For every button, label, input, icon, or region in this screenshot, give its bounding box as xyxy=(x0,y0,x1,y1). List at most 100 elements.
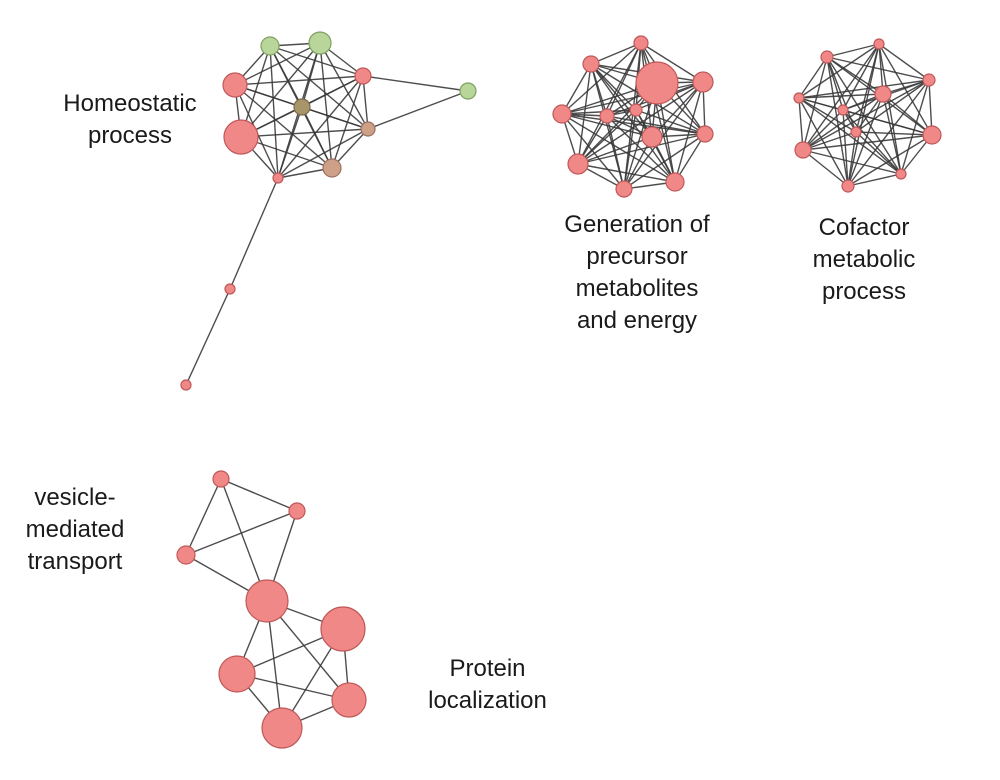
cofactor-edge xyxy=(855,131,933,136)
cofactor-node xyxy=(837,104,849,116)
generation-edge xyxy=(577,133,706,165)
vesicle-node xyxy=(288,502,306,520)
cofactor-edge xyxy=(847,173,902,187)
generation-edge xyxy=(590,63,676,183)
cofactor-edge xyxy=(798,97,902,175)
cofactor-edge xyxy=(878,43,933,136)
protein-node xyxy=(218,655,256,693)
cofactor-edge xyxy=(847,134,933,187)
vesicle-edge xyxy=(220,478,268,602)
homeostatic-node xyxy=(180,379,192,391)
generation-edge xyxy=(606,115,706,135)
cofactor-edge xyxy=(802,56,828,151)
homeostatic-node xyxy=(223,119,259,155)
generation-edge xyxy=(623,81,704,190)
homeostatic-edge xyxy=(362,75,469,92)
cofactor-edge xyxy=(826,43,880,58)
label-cofactor-metabolic-process: Cofactor metabolic process xyxy=(784,212,944,308)
label-protein-localization: Protein localization xyxy=(405,653,570,717)
homeostatic-node xyxy=(354,67,372,85)
cofactor-edge xyxy=(802,109,844,151)
vesicle-edge xyxy=(185,478,222,556)
cofactor-edge xyxy=(802,149,849,187)
generation-edge xyxy=(577,136,653,165)
cofactor-edge xyxy=(798,79,930,99)
cofactor-node xyxy=(820,50,834,64)
homeostatic-edge xyxy=(319,42,333,169)
cofactor-edge xyxy=(882,93,933,136)
label-vesicle-mediated-transport: vesicle- mediated transport xyxy=(5,482,145,578)
cofactor-edge xyxy=(842,109,933,136)
cofactor-edge xyxy=(798,43,880,99)
protein-node xyxy=(261,707,303,749)
homeostatic-edge xyxy=(277,75,364,179)
cofactor-node xyxy=(922,125,942,145)
vesicle-node xyxy=(176,545,196,565)
homeostatic-edge xyxy=(234,75,364,86)
cofactor-edge xyxy=(855,131,902,175)
homeostatic-edge xyxy=(269,45,279,179)
generation-node xyxy=(665,172,685,192)
generation-node xyxy=(599,108,615,124)
generation-node xyxy=(633,35,649,51)
cofactor-edge xyxy=(842,109,849,187)
homeostatic-node xyxy=(360,121,376,137)
cofactor-node xyxy=(793,92,805,104)
generation-edge xyxy=(561,113,676,183)
generation-node xyxy=(635,61,679,105)
homeostatic-node xyxy=(293,98,311,116)
generation-edge xyxy=(577,63,592,165)
label-line: Generation of xyxy=(564,211,710,238)
homeostatic-node xyxy=(272,172,284,184)
generation-edge xyxy=(561,113,653,138)
label-line: vesicle- xyxy=(34,484,116,511)
homeostatic-edge xyxy=(185,288,231,386)
generation-edge xyxy=(561,113,625,190)
generation-edge xyxy=(623,42,642,190)
generation-edge xyxy=(561,63,592,115)
label-line: metabolites xyxy=(575,275,699,302)
homeostatic-edge xyxy=(277,128,369,179)
label-line: localization xyxy=(428,687,547,714)
generation-node xyxy=(615,180,633,198)
cofactor-node xyxy=(895,168,907,180)
homeostatic-edge xyxy=(269,45,364,77)
label-line: Cofactor xyxy=(818,214,910,241)
homeostatic-edge xyxy=(234,42,321,86)
cofactor-edge xyxy=(826,56,930,81)
cofactor-edge xyxy=(798,97,857,133)
cofactor-edge xyxy=(855,79,930,133)
label-line: precursor xyxy=(586,243,688,270)
cofactor-edge xyxy=(802,93,884,151)
label-line: metabolic xyxy=(812,246,916,273)
vesicle-node xyxy=(212,470,230,488)
homeostatic-node xyxy=(224,283,236,295)
cofactor-edge xyxy=(798,93,884,99)
generation-edge xyxy=(635,109,706,135)
cofactor-edge xyxy=(842,43,880,111)
homeostatic-edge xyxy=(234,84,333,169)
generation-edge xyxy=(640,42,704,83)
generation-node xyxy=(641,126,663,148)
network-edges xyxy=(185,42,933,729)
cofactor-node xyxy=(922,73,936,87)
generation-node xyxy=(582,55,600,73)
homeostatic-node xyxy=(222,72,248,98)
protein-node xyxy=(320,606,366,652)
generation-edge xyxy=(561,81,704,115)
homeostatic-edge xyxy=(367,90,469,130)
protein-node xyxy=(245,579,289,623)
cofactor-edge xyxy=(798,56,828,99)
cofactor-edge xyxy=(878,43,902,175)
homeostatic-node xyxy=(322,158,342,178)
homeostatic-node xyxy=(308,31,332,55)
vesicle-edge xyxy=(220,478,298,512)
generation-node xyxy=(692,71,714,93)
generation-node xyxy=(552,104,572,124)
homeostatic-edge xyxy=(240,42,321,138)
homeostatic-edge xyxy=(229,177,279,290)
homeostatic-node xyxy=(260,36,280,56)
label-line: process xyxy=(821,278,907,305)
cofactor-node xyxy=(841,179,855,193)
